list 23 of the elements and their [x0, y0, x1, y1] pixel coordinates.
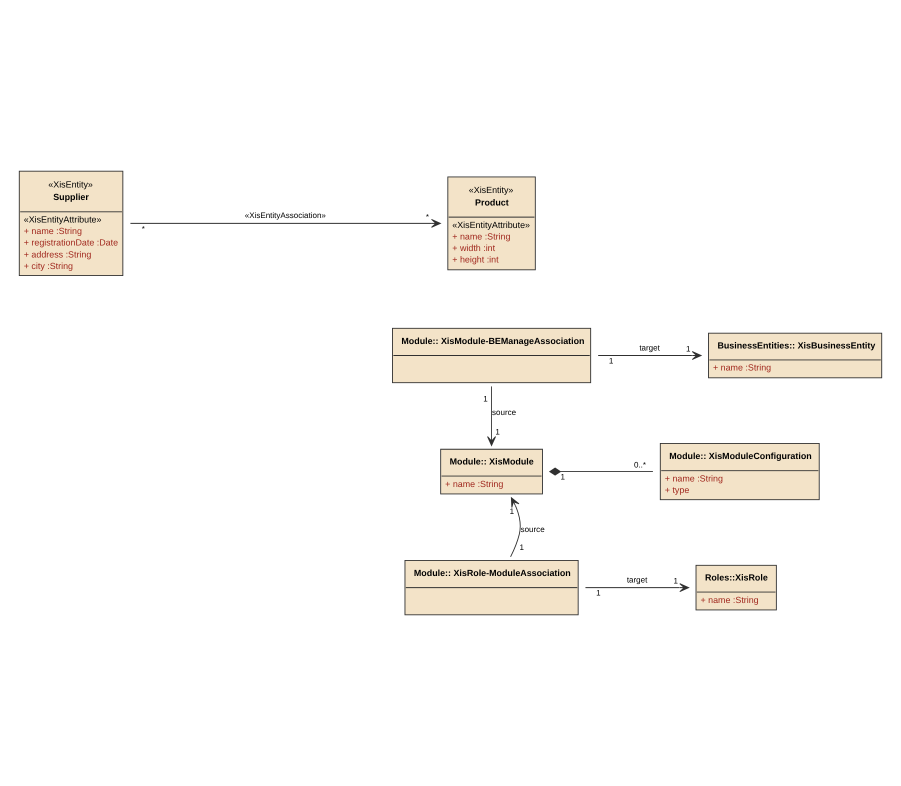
edge-label: «XisEntityAssociation» — [244, 211, 326, 220]
connector — [548, 467, 654, 476]
arrow — [510, 497, 521, 558]
label: 1 — [520, 542, 524, 552]
label: 1 — [495, 428, 500, 437]
label: 1 — [510, 506, 514, 516]
arrow — [598, 351, 702, 360]
label: 1 — [483, 394, 488, 404]
edge-label: source — [492, 408, 516, 418]
label: 1 — [686, 344, 690, 354]
label: 1 — [674, 576, 678, 586]
label: * — [426, 212, 430, 222]
edge-label: source — [520, 525, 545, 534]
label: 0..* — [634, 460, 646, 470]
label: 1 — [608, 356, 614, 366]
arrow — [585, 583, 690, 592]
label: * — [142, 224, 145, 234]
label: 1 — [560, 472, 565, 482]
edge-label: target — [639, 343, 660, 352]
arrow — [130, 218, 441, 228]
label: 1 — [596, 588, 601, 598]
edge-label: target — [626, 575, 648, 584]
arrow — [487, 386, 496, 446]
